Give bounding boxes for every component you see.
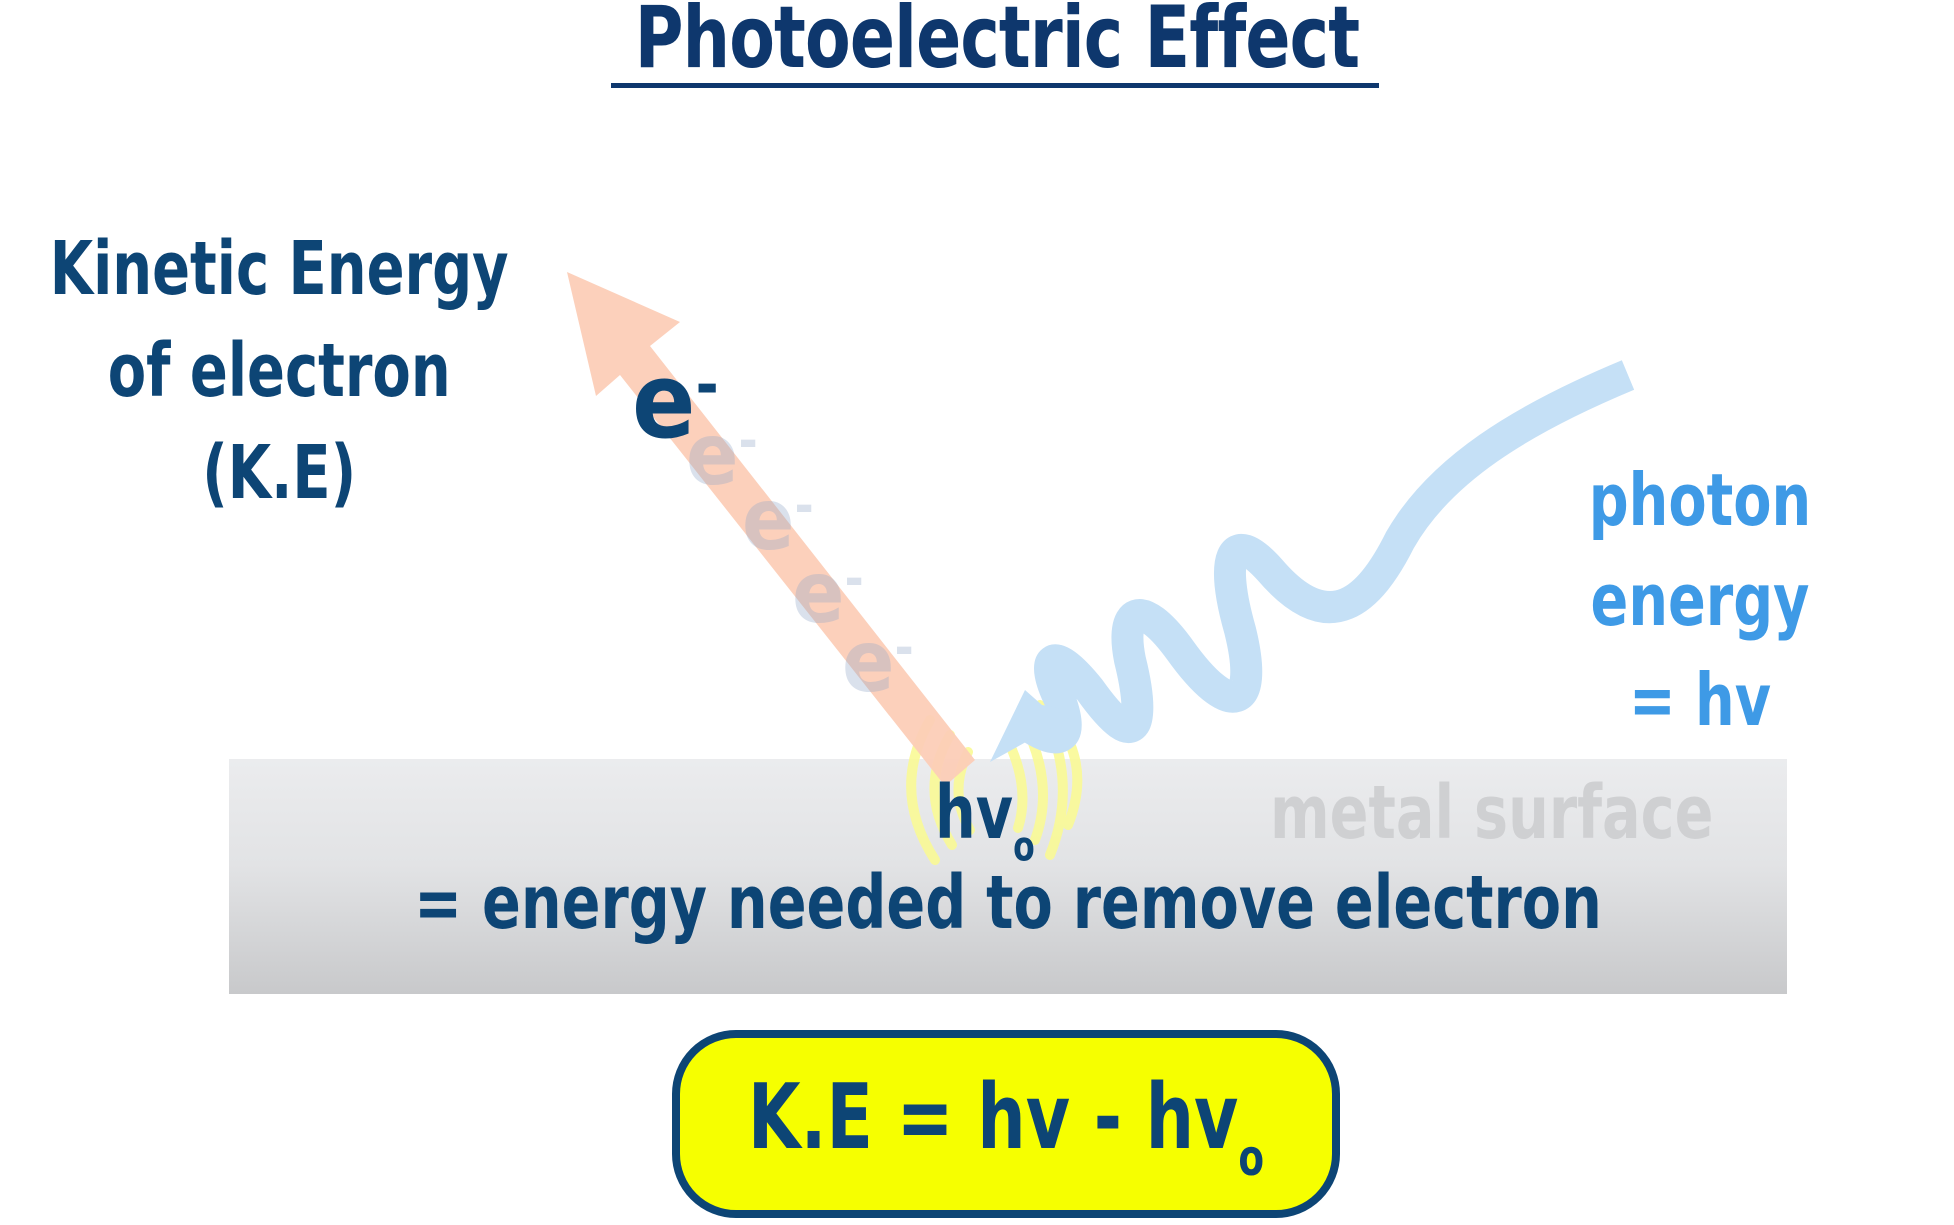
title-underline <box>611 83 1379 88</box>
arrow-up-left-icon <box>567 272 975 786</box>
formula-rhs: hv - hv <box>977 1065 1239 1170</box>
ghost-electron: e- <box>842 612 914 712</box>
formula-text: K.E = hv - hvo <box>725 1065 1286 1187</box>
metal-surface <box>229 759 1787 994</box>
diagram-title: Photoelectric Effect <box>634 0 1360 88</box>
kinetic-energy-line2: of electron (K.E) <box>107 328 451 516</box>
photon-energy-line2: = hv <box>1628 658 1772 742</box>
formula-box <box>672 1030 1340 1218</box>
threshold-energy-description: = energy needed to remove electron <box>414 860 1602 946</box>
formula-subscript: o <box>1238 1129 1265 1188</box>
metal-surface-label: metal surface <box>1270 770 1714 856</box>
wavy-arrow-icon <box>990 360 1635 762</box>
electron-symbol: e- <box>632 340 719 462</box>
ghost-electron: e- <box>792 543 864 643</box>
ghost-electron: e- <box>686 405 758 505</box>
ghost-electron: e- <box>742 470 814 570</box>
photon-energy-label: photon energy = hv <box>1476 450 1923 750</box>
kinetic-energy-label: Kinetic Energy of electron (K.E) <box>44 218 514 524</box>
formula-equals: = <box>896 1065 954 1170</box>
kinetic-energy-line1: Kinetic Energy <box>49 226 509 312</box>
threshold-energy-symbol: hvo <box>935 770 1035 871</box>
formula-lhs: K.E <box>747 1065 873 1170</box>
photon-energy-line1: photon energy <box>1588 458 1812 642</box>
